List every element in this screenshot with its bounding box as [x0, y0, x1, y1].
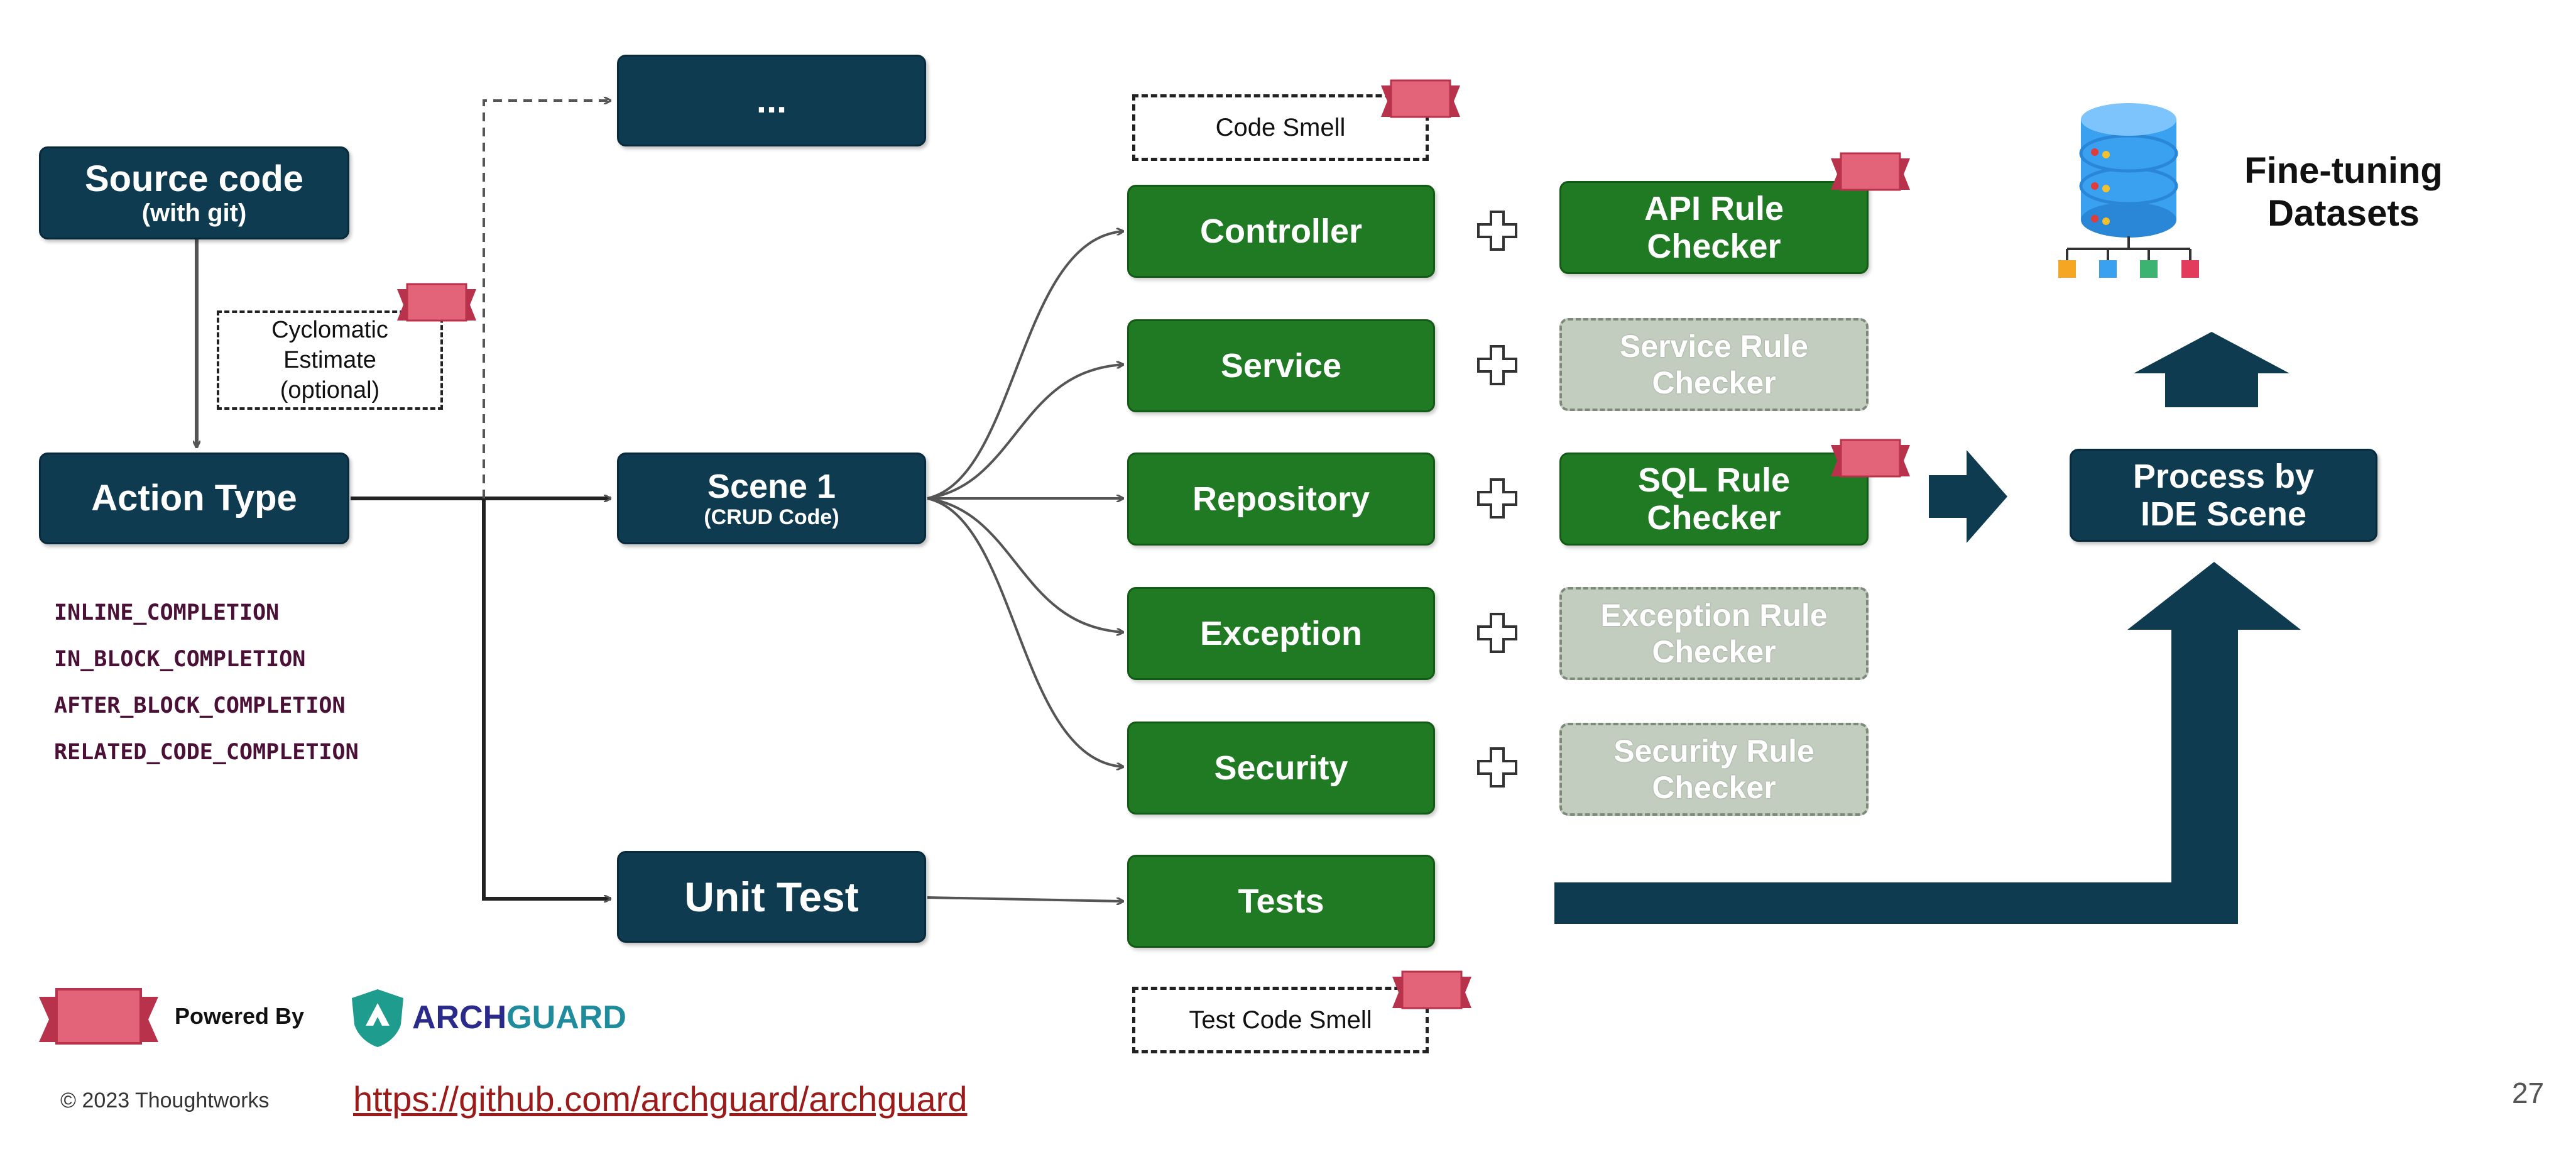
exception-rule-checker-line-1: Exception Rule: [1600, 598, 1828, 633]
action-type-box: Action Type: [39, 453, 349, 544]
big-arrow-l-shape: [1554, 562, 2301, 924]
ellipsis-box: ...: [617, 55, 926, 146]
api-rule-checker-box: API Rule Checker: [1559, 181, 1869, 274]
source-code-box: Source code (with git): [39, 146, 349, 239]
plus-icon: [1477, 613, 1517, 653]
completion-type-related-code: RELATED_CODE_COMPLETION: [54, 740, 359, 765]
completion-type-inline: INLINE_COMPLETION: [54, 600, 280, 625]
ribbon-legend-icon: [39, 988, 158, 1045]
cyclomatic-estimate-box: Cyclomatic Estimate (optional): [217, 310, 443, 410]
security-rule-checker-line-1: Security Rule: [1613, 733, 1815, 769]
cyclomatic-line-2: Estimate: [283, 347, 376, 373]
finetune-line-2: Datasets: [2268, 193, 2420, 234]
layer-exception-label: Exception: [1199, 615, 1363, 652]
archguard-wordmark-arch: ARCH: [412, 999, 507, 1036]
layer-security-label: Security: [1214, 749, 1348, 787]
scene-1-title: Scene 1: [707, 467, 836, 505]
action-type-label: Action Type: [91, 478, 297, 519]
layer-exception: Exception: [1127, 587, 1435, 680]
source-code-subtitle: (with git): [141, 199, 247, 227]
service-rule-checker-box: Service Rule Checker: [1559, 318, 1869, 411]
layer-service: Service: [1127, 319, 1435, 412]
scene-1-box: Scene 1 (CRUD Code): [617, 453, 926, 544]
layer-service-label: Service: [1220, 347, 1342, 385]
process-line-1: Process by: [2132, 458, 2315, 495]
github-link[interactable]: https://github.com/archguard/archguard: [353, 1079, 968, 1119]
layer-controller-label: Controller: [1199, 212, 1362, 250]
unit-test-label: Unit Test: [684, 874, 859, 920]
copyright-label: © 2023 Thoughtworks: [60, 1089, 270, 1112]
arrow-to-unit-test: [482, 498, 611, 899]
security-rule-checker-line-2: Checker: [1652, 770, 1776, 805]
api-rule-checker-line-1: API Rule: [1644, 190, 1784, 228]
arrow-scene-to-security: [927, 497, 1123, 767]
exception-rule-checker-box: Exception Rule Checker: [1559, 587, 1869, 680]
big-arrow-right: [1929, 450, 2007, 543]
ribbon-icon: [397, 283, 476, 322]
plus-icon: [1477, 211, 1517, 251]
sql-rule-checker-box: SQL Rule Checker: [1559, 453, 1869, 546]
ellipsis-label: ...: [756, 80, 787, 121]
code-smell-label: Code Smell: [1215, 113, 1346, 141]
powered-by-label: Powered By: [175, 1003, 305, 1029]
ribbon-icon: [1831, 439, 1910, 478]
finetune-line-1: Fine-tuning: [2244, 150, 2443, 191]
sql-rule-checker-line-1: SQL Rule: [1637, 461, 1791, 499]
source-code-title: Source code: [84, 158, 304, 199]
arrow-scene-to-service: [927, 365, 1123, 500]
plus-icon: [1477, 478, 1517, 519]
service-rule-checker-line-1: Service Rule: [1619, 329, 1809, 364]
layer-repository: Repository: [1127, 453, 1435, 546]
test-code-smell-label: Test Code Smell: [1189, 1006, 1372, 1034]
scene-1-subtitle: (CRUD Code): [704, 505, 839, 529]
service-rule-checker-line-2: Checker: [1652, 365, 1776, 400]
arrow-unit-test-to-tests: [927, 896, 1123, 901]
layer-security: Security: [1127, 722, 1435, 815]
arrow-scene-to-exception: [927, 497, 1123, 632]
completion-type-after-block: AFTER_BLOCK_COMPLETION: [54, 693, 346, 718]
finetune-datasets-label: Fine-tuning Datasets: [2224, 150, 2463, 235]
exception-rule-checker-line-2: Checker: [1652, 634, 1776, 669]
arrow-dashed-to-ellipsis: [483, 101, 611, 498]
archguard-wordmark-guard: GUARD: [506, 999, 626, 1036]
arrow-scene-to-controller: [927, 231, 1123, 500]
test-code-smell-box: Test Code Smell: [1132, 987, 1429, 1053]
process-ide-scene-box: Process by IDE Scene: [2070, 449, 2377, 542]
api-rule-checker-line-2: Checker: [1647, 228, 1781, 265]
layer-repository-label: Repository: [1192, 480, 1370, 518]
cyclomatic-line-3: (optional): [280, 377, 380, 403]
big-arrow-up: [2134, 332, 2289, 407]
cyclomatic-line-1: Cyclomatic: [271, 317, 388, 343]
layer-controller: Controller: [1127, 185, 1435, 278]
completion-type-in-block: IN_BLOCK_COMPLETION: [54, 647, 306, 672]
security-rule-checker-box: Security Rule Checker: [1559, 723, 1869, 816]
plus-icon: [1477, 345, 1517, 385]
layer-tests-label: Tests: [1238, 882, 1324, 920]
plus-icon: [1477, 747, 1517, 788]
code-smell-box: Code Smell: [1132, 94, 1429, 161]
ribbon-icon: [1392, 970, 1471, 1009]
unit-test-box: Unit Test: [617, 851, 926, 943]
ribbon-icon: [1381, 79, 1460, 118]
database-icon: [2058, 103, 2199, 278]
archguard-shield-icon: [352, 989, 403, 1047]
ribbon-icon: [1831, 152, 1910, 191]
sql-rule-checker-line-2: Checker: [1647, 499, 1781, 537]
layer-tests: Tests: [1127, 855, 1435, 948]
page-number: 27: [2512, 1077, 2545, 1109]
process-line-2: IDE Scene: [2140, 495, 2307, 533]
